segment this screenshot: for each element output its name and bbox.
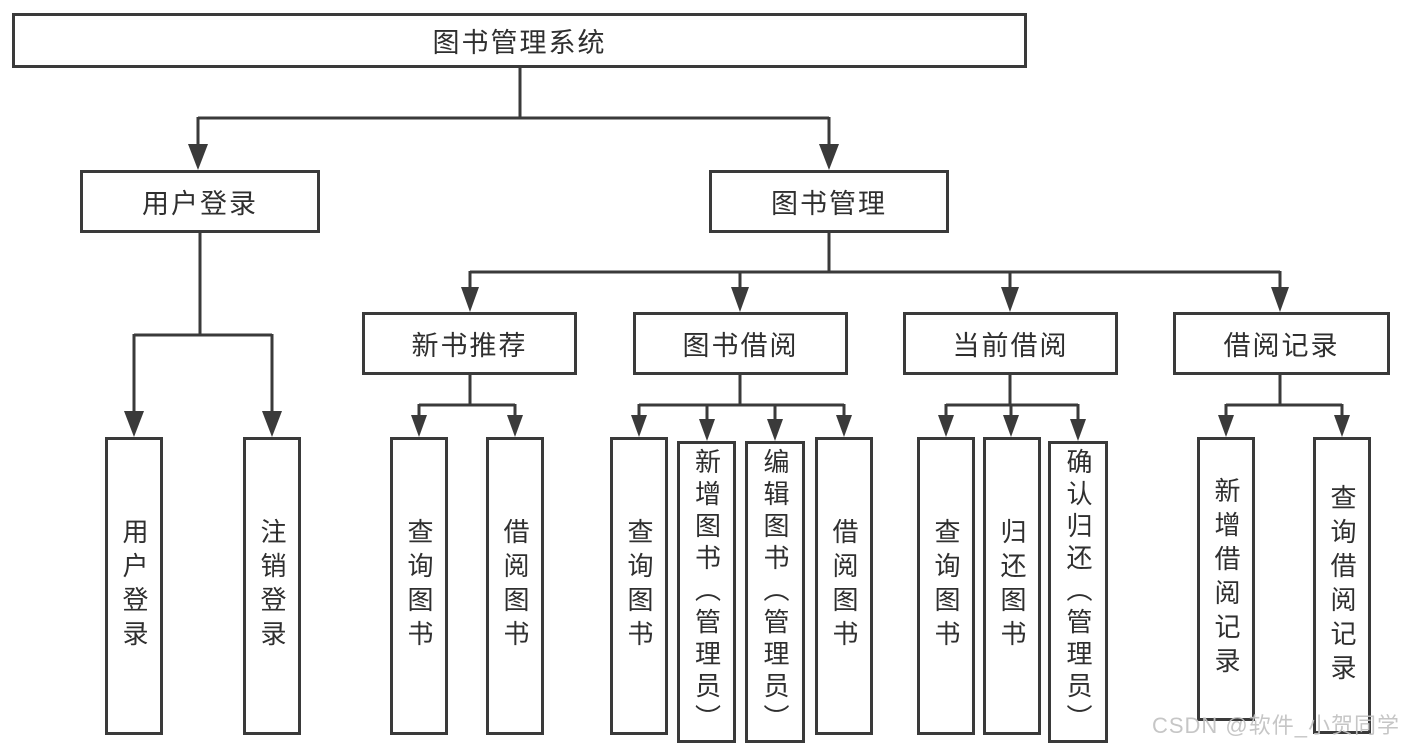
node-library-system: 图书管理系统 [12,13,1027,68]
leaf-query-books-current: 查询图书 [917,437,975,735]
leaf-query-borrow-record-label: 查询借阅记录 [1327,483,1357,688]
node-user-login-label: 用户登录 [142,189,258,219]
node-borrow-records-label: 借阅记录 [1223,331,1340,361]
leaf-return-book: 归还图书 [983,437,1041,735]
node-user-login: 用户登录 [80,170,320,233]
csdn-watermark: CSDN @软件_小贺同学 [1151,713,1400,738]
node-book-borrow: 图书借阅 [633,312,848,375]
leaf-add-book-admin: 新增图书（管理员） [677,441,736,743]
leaf-logout-label: 注销登录 [257,518,287,654]
node-new-book-recommend: 新书推荐 [362,312,577,375]
leaf-confirm-return-admin-label: 确认归还（管理员） [1063,448,1093,736]
leaf-query-books-current-label: 查询图书 [931,518,961,654]
node-library-system-label: 图书管理系统 [432,28,607,58]
leaf-return-book-label: 归还图书 [997,518,1027,654]
leaf-edit-book-admin-label: 编辑图书（管理员） [760,448,790,736]
node-book-management-label: 图书管理 [771,189,887,219]
leaf-confirm-return-admin: 确认归还（管理员） [1048,441,1108,743]
leaf-borrow-books-recommend: 借阅图书 [486,437,544,735]
leaf-query-books-borrow: 查询图书 [610,437,668,735]
leaf-borrow-books-recommend-label: 借阅图书 [500,518,530,654]
leaf-query-books-recommend-label: 查询图书 [404,518,434,654]
leaf-query-books-borrow-label: 查询图书 [624,518,654,654]
node-current-borrow: 当前借阅 [903,312,1118,375]
leaf-borrow-books-borrow-label: 借阅图书 [829,518,859,654]
node-new-book-recommend-label: 新书推荐 [411,331,528,361]
leaf-borrow-books-borrow: 借阅图书 [815,437,873,735]
leaf-user-login-label: 用户登录 [119,518,149,654]
leaf-user-login: 用户登录 [105,437,163,735]
leaf-edit-book-admin: 编辑图书（管理员） [745,441,805,743]
node-book-borrow-label: 图书借阅 [682,331,799,361]
leaf-add-book-admin-label: 新增图书（管理员） [691,448,722,736]
arrowheads [124,144,1350,441]
leaf-add-borrow-record-label: 新增借阅记录 [1211,477,1241,681]
node-current-borrow-label: 当前借阅 [952,331,1069,361]
leaf-query-books-recommend: 查询图书 [390,437,448,735]
leaf-query-borrow-record: 查询借阅记录 [1313,437,1371,734]
node-borrow-records: 借阅记录 [1173,312,1390,375]
leaf-add-borrow-record: 新增借阅记录 [1197,437,1255,721]
leaf-logout: 注销登录 [243,437,301,735]
node-book-management: 图书管理 [709,170,949,233]
